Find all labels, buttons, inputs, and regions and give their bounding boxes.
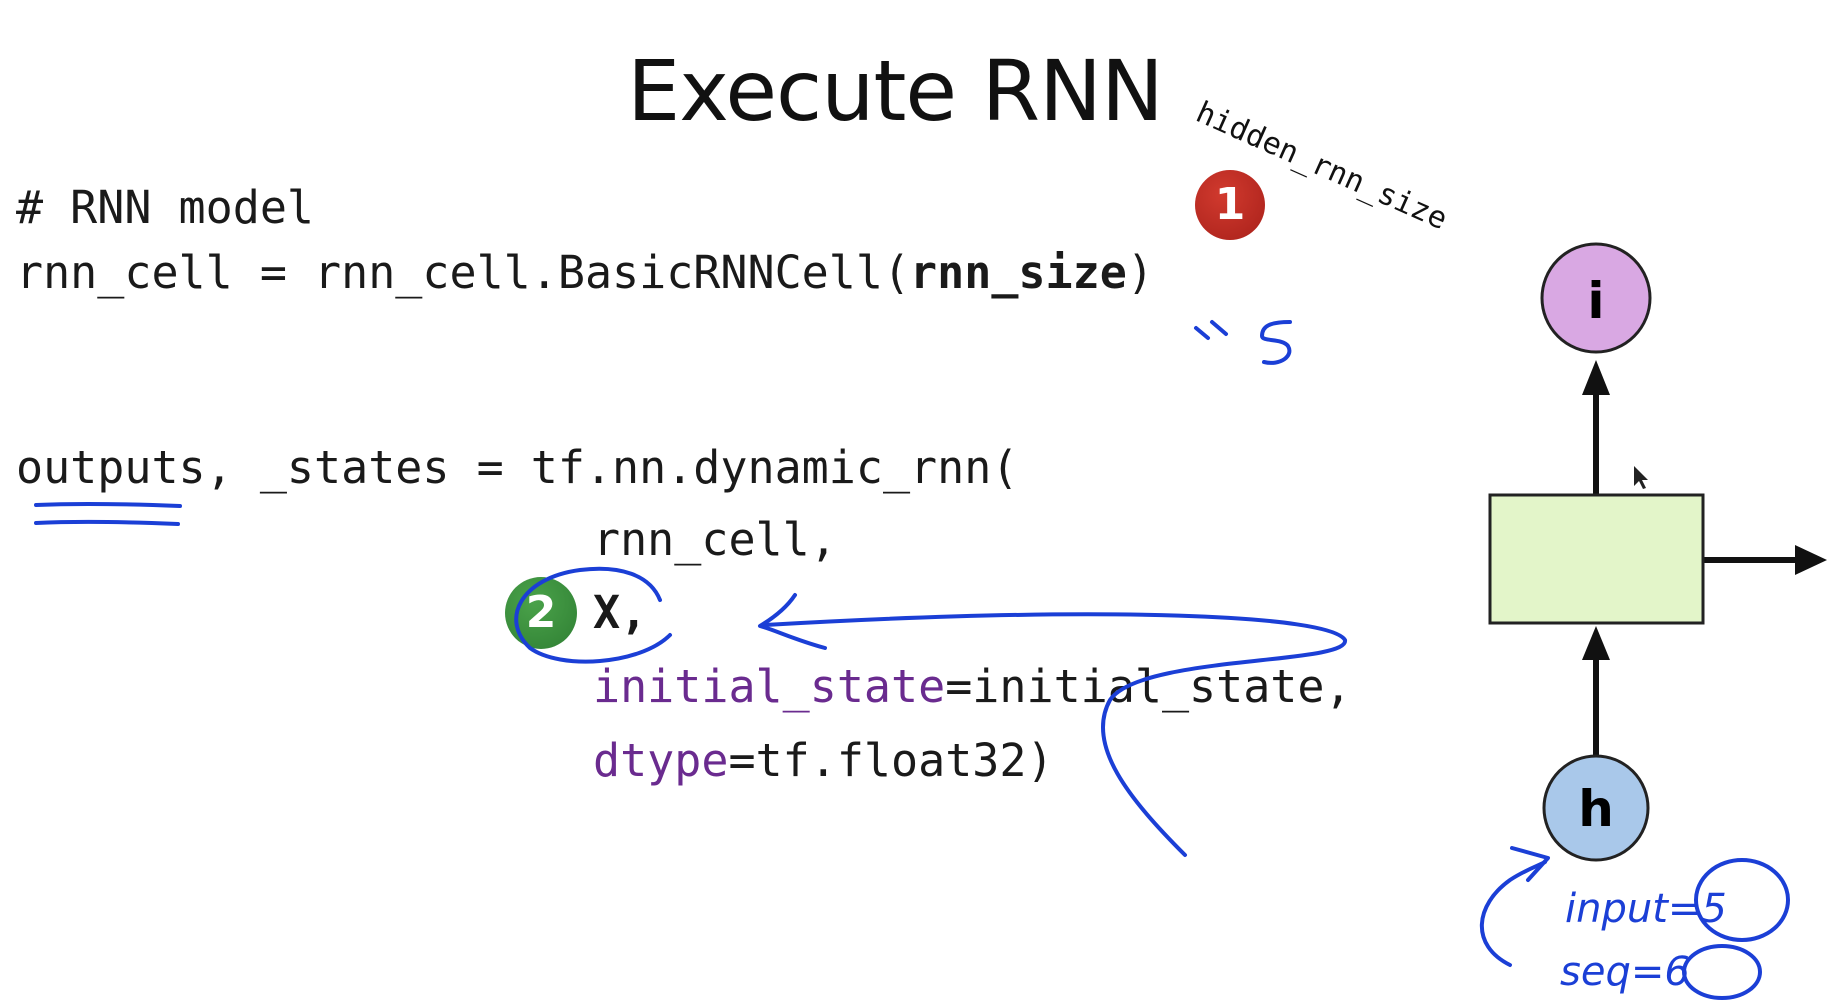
node-h-label: h <box>1578 780 1614 838</box>
step-badge-1: 1 <box>1195 170 1265 240</box>
ink-five <box>1260 320 1292 365</box>
ink-circle-seq-value <box>1682 944 1762 1000</box>
ink-circle-input-value <box>1694 858 1790 942</box>
ink-seq-note: seq=6 <box>1560 949 1690 995</box>
ink-arrow-to-h <box>1479 860 1547 967</box>
code-arg-initial-state: initial_state=initial_state, <box>593 664 1352 709</box>
arrowhead-cell-to-i <box>1582 360 1610 395</box>
code-val-initial-state: =initial_state, <box>945 660 1352 713</box>
code-kw-initial-state: initial_state <box>593 660 946 713</box>
code-comment: # RNN model <box>16 181 315 234</box>
ink-input-note: input=5 <box>1565 886 1727 932</box>
ink-eq-stroke-2 <box>1210 320 1228 336</box>
slide-title: Execute RNN <box>627 42 1164 140</box>
arrowhead-cell-right <box>1795 545 1827 575</box>
code-arg-rnn-cell: rnn_cell, <box>593 513 837 566</box>
ink-underline-outputs-2 <box>34 519 180 526</box>
node-h <box>1542 754 1650 862</box>
ink-arrow-head <box>758 593 827 650</box>
code-kw-dtype: dtype <box>593 734 729 787</box>
arrowhead-h-to-cell <box>1582 626 1610 660</box>
node-i <box>1540 242 1652 354</box>
ink-eq-stroke-1 <box>1194 326 1210 340</box>
rnn-cell-box <box>1488 493 1705 625</box>
ink-arrow-to-h-head <box>1510 846 1550 882</box>
code-line-rnn-cell-suffix: ) <box>1126 246 1154 299</box>
mouse-cursor-icon <box>1634 466 1648 489</box>
code-arg-rnn-size: rnn_size <box>910 246 1127 299</box>
code-val-dtype: =tf.float32) <box>728 734 1054 787</box>
ink-underline-outputs-1 <box>34 501 182 508</box>
code-line-rnn-cell-prefix: rnn_cell = rnn_cell.BasicRNNCell( <box>16 246 911 299</box>
step-badge-2: 2 <box>505 577 577 649</box>
code-arg-dtype: dtype=tf.float32) <box>593 738 1054 783</box>
code-arg-x: X, <box>593 586 648 639</box>
code-line-dynamic-rnn: outputs, _states = tf.nn.dynamic_rnn( <box>16 441 1019 494</box>
node-i-label: i <box>1587 272 1604 330</box>
code-line-rnn-cell: rnn_cell = rnn_cell.BasicRNNCell(rnn_siz… <box>16 250 1154 295</box>
